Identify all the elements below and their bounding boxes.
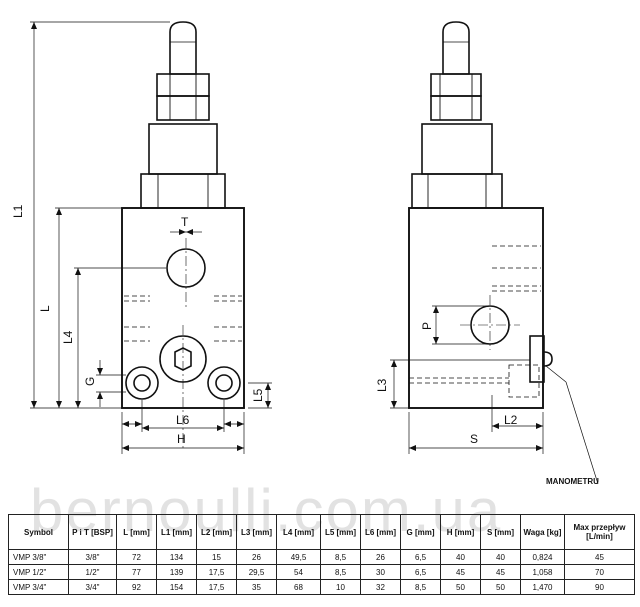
dim-label-l1: L1 [11,204,25,218]
manometer-label: MANOMETRU [546,477,599,486]
table-cell: 92 [116,579,157,595]
dim-label-l5: L5 [251,388,265,402]
column-header: Waga [kg] [520,514,565,550]
table-cell: 29,5 [236,564,277,580]
table-row: VMP 3/8" 3/8" 72 134 15 26 49,5 8,5 26 6… [8,549,635,565]
table-cell: VMP 3/8" [8,549,69,565]
dim-label-l2: L2 [504,413,518,427]
column-header: L [mm] [116,514,157,550]
table-cell: 77 [116,564,157,580]
table-cell: 35 [236,579,277,595]
table-cell: 3/4" [68,579,117,595]
table-cell: 3/8" [68,549,117,565]
table-cell: 139 [156,564,197,580]
table-cell: 134 [156,549,197,565]
table-cell: 1/2" [68,564,117,580]
dim-label-g: G [83,377,97,386]
valve-technical-drawing: L1 L L4 G L5 T L6 H [11,21,599,486]
table-cell: 45 [440,564,481,580]
dim-label-p: P [420,322,434,330]
dim-label-l6: L6 [176,413,190,427]
table-cell: 72 [116,549,157,565]
table-cell: 45 [564,549,635,565]
column-header: L3 [mm] [236,514,277,550]
table-cell: 40 [480,549,521,565]
front-dimension-labels: L1 L L4 G L5 T L6 H [11,204,265,446]
column-header: P i T [BSP] [68,514,117,550]
table-cell: 26 [236,549,277,565]
table-cell: 15 [196,549,237,565]
table-cell: 49,5 [276,549,321,565]
table-cell: 154 [156,579,197,595]
column-header: L1 [mm] [156,514,197,550]
column-header: Max przepływ [L/min] [564,514,635,550]
table-cell: 70 [564,564,635,580]
table-header-row: Symbol P i T [BSP] L [mm] L1 [mm] L2 [mm… [8,514,635,550]
table-cell: 45 [480,564,521,580]
table-cell: 10 [320,579,361,595]
dim-label-l4: L4 [61,330,75,344]
table-cell: 32 [360,579,401,595]
table-row: VMP 3/4" 3/4" 92 154 17,5 35 68 10 32 8,… [8,579,635,595]
dim-label-t: T [181,215,189,229]
side-dimensions [390,305,599,485]
column-header: S [mm] [480,514,521,550]
column-header: L4 [mm] [276,514,321,550]
side-dimension-labels: P L3 L2 S MANOMETRU [375,322,599,486]
column-header: L2 [mm] [196,514,237,550]
table-cell: 1,470 [520,579,565,595]
side-hidden-lines [409,245,541,398]
table-cell: 17,5 [196,564,237,580]
column-header: L5 [mm] [320,514,361,550]
column-header: Symbol [8,514,69,550]
table-cell: 30 [360,564,401,580]
front-hidden-lines [124,295,242,342]
table-cell: 8,5 [400,579,441,595]
table-row: VMP 1/2" 1/2" 77 139 17,5 29,5 54 8,5 30… [8,564,635,580]
table-cell: 90 [564,579,635,595]
column-header: H [mm] [440,514,481,550]
table-cell: 17,5 [196,579,237,595]
table-cell: VMP 3/4" [8,579,69,595]
table-cell: 26 [360,549,401,565]
table-cell: 40 [440,549,481,565]
table-cell: VMP 1/2" [8,564,69,580]
side-view [408,21,553,409]
column-header: L6 [mm] [360,514,401,550]
side-center-lines [460,295,520,350]
front-dimensions [30,21,272,454]
dim-label-l3: L3 [375,378,389,392]
table-cell: 54 [276,564,321,580]
table-cell: 50 [440,579,481,595]
column-header: G [mm] [400,514,441,550]
table-cell: 8,5 [320,549,361,565]
table-cell: 50 [480,579,521,595]
table-cell: 0,824 [520,549,565,565]
table-cell: 68 [276,579,321,595]
specifications-table: Symbol P i T [BSP] L [mm] L1 [mm] L2 [mm… [8,514,635,595]
table-cell: 1,058 [520,564,565,580]
table-cell: 6,5 [400,549,441,565]
dim-label-h: H [177,432,186,446]
dim-label-l: L [38,305,52,312]
table-cell: 6,5 [400,564,441,580]
table-cell: 8,5 [320,564,361,580]
dim-label-s: S [470,432,478,446]
